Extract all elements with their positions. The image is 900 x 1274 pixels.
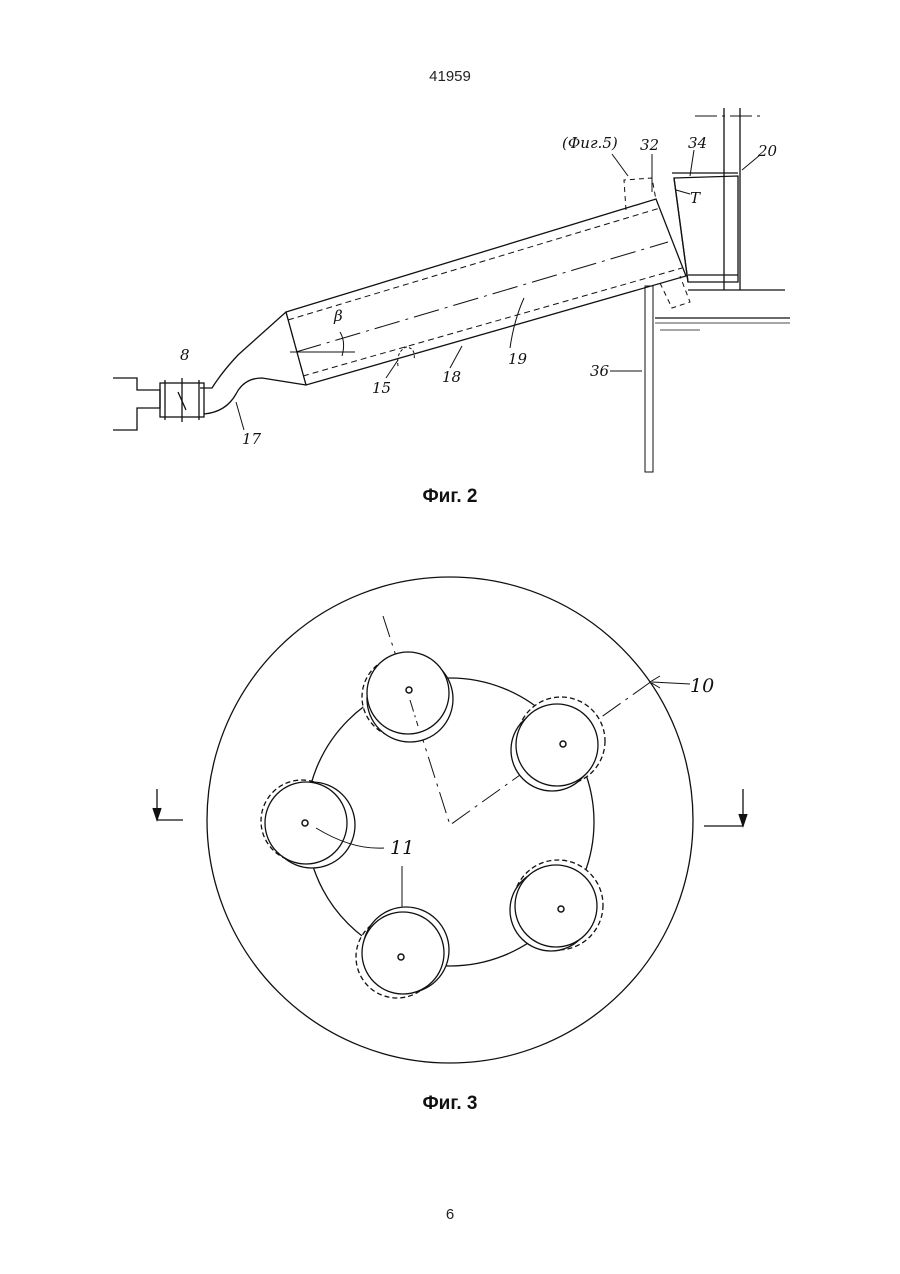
roller-bottom (356, 907, 449, 998)
label-11: 11 (390, 837, 414, 859)
roller-right-upper (511, 697, 605, 791)
roller-right-lower (510, 860, 603, 951)
roller-left (261, 780, 355, 868)
label-10: 10 (690, 675, 714, 697)
figure-3-caption: Фиг. 3 (0, 1093, 900, 1115)
roller-top (362, 652, 453, 742)
figure-3-drawing: 10 11 (0, 0, 900, 1100)
page-number: 6 (0, 1206, 900, 1223)
